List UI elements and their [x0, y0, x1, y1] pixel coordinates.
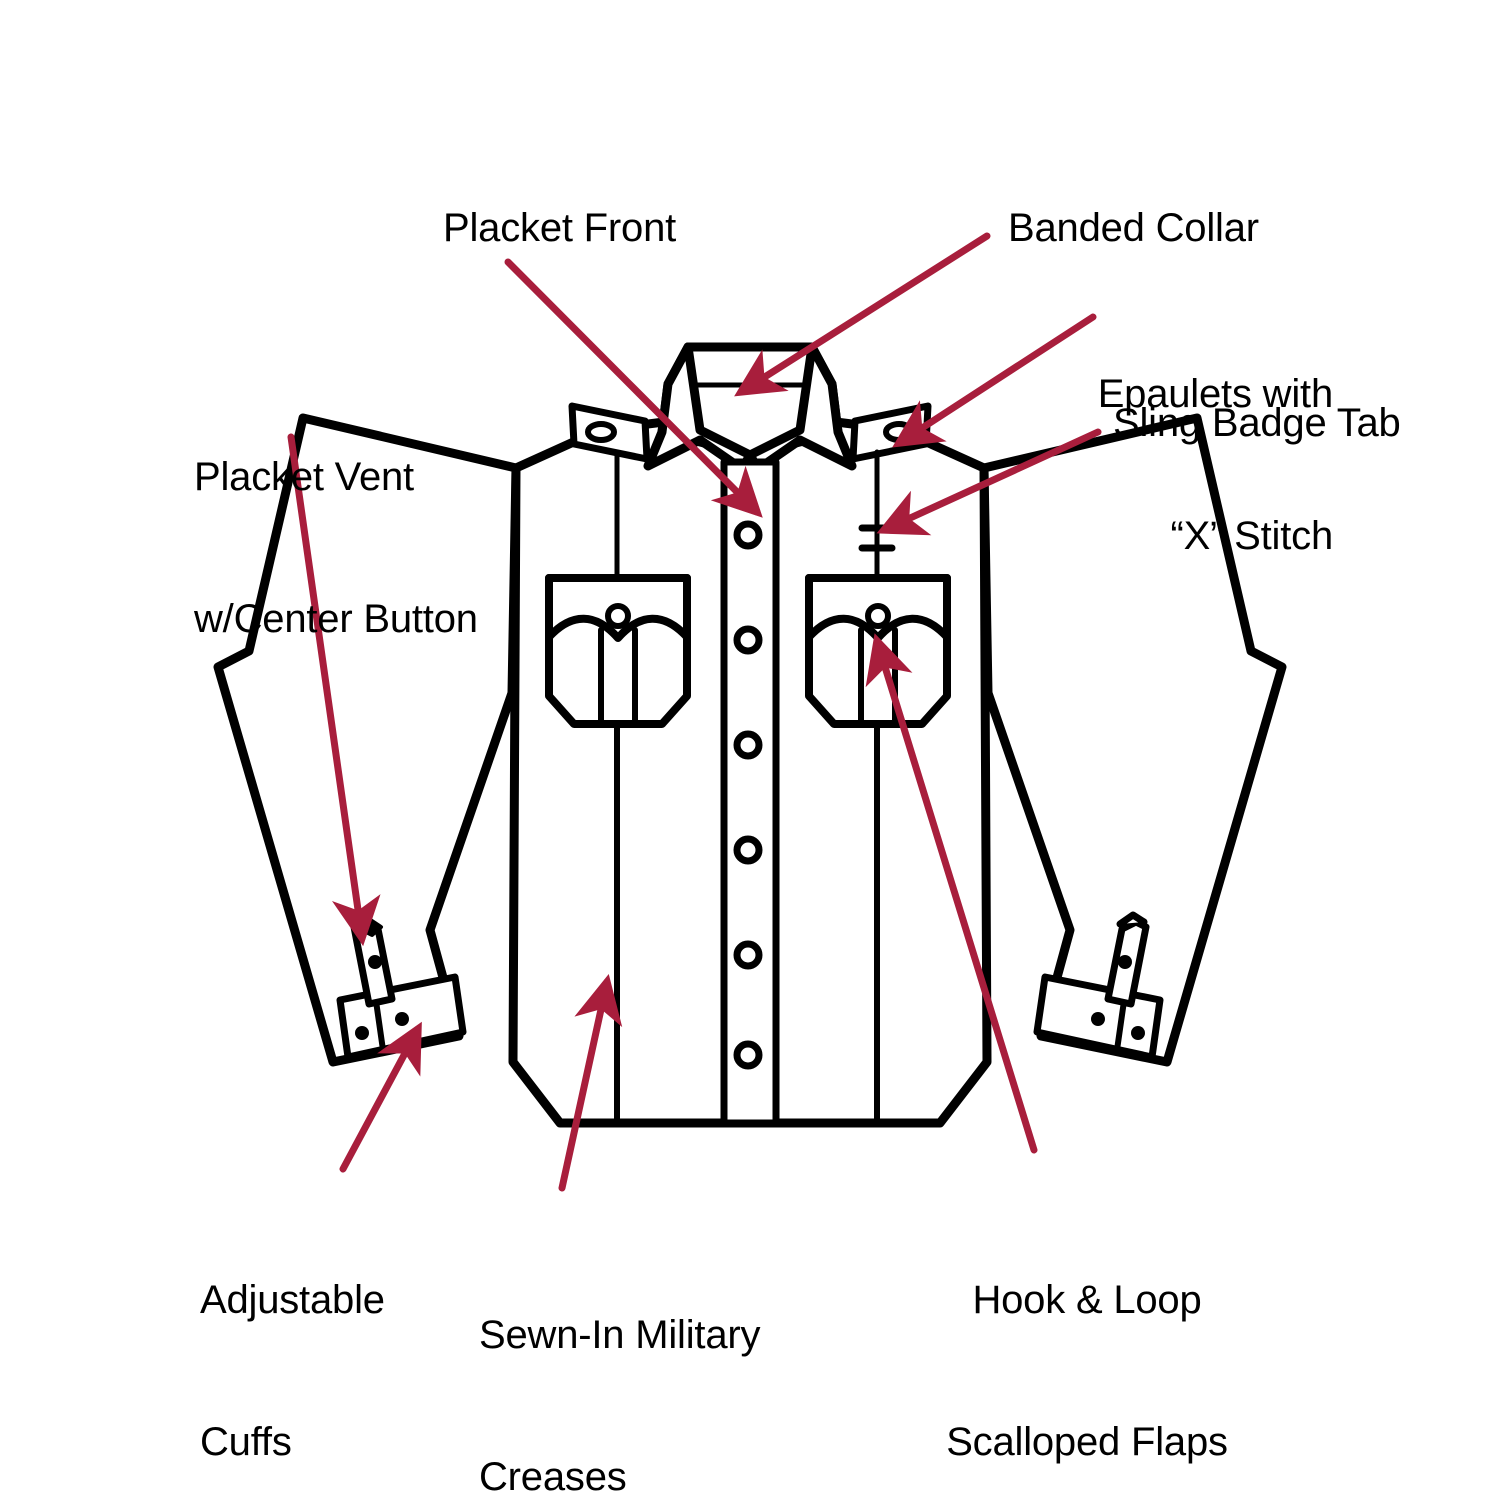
- right-shoulder-seam: [981, 415, 1200, 471]
- leader-line-adjustable-cuffs: [339, 1021, 422, 1173]
- left-placket-vent-center-button: [368, 955, 382, 969]
- right-cuff-button-inner: [1091, 1012, 1105, 1026]
- left-epaulet-buttonhole: [585, 421, 617, 443]
- callout-line-creases-1: Sewn-In Military: [479, 1313, 761, 1358]
- collar-left-point: [643, 342, 755, 474]
- right-placket-vent-tip: [1116, 911, 1148, 928]
- collar-right-point: [745, 342, 857, 474]
- callout-label-scalloped-flaps: Hook & Loop Scalloped Flaps: [927, 1183, 1247, 1500]
- callout-label-sling-badge-tab: Sling Badge Tab: [1113, 401, 1401, 445]
- callout-line-placket-vent-1: Placket Vent: [194, 455, 414, 500]
- right-pocket-flap-button: [865, 603, 891, 629]
- callout-line-flaps-2: Scalloped Flaps: [946, 1419, 1228, 1464]
- leader-line-epaulets-x-stitch: [892, 313, 1097, 448]
- callout-label-placket-front: Placket Front: [443, 206, 677, 250]
- leader-line-scalloped-flaps: [865, 633, 1038, 1154]
- callout-line-epaulets-1: Epaulets with: [1097, 372, 1334, 417]
- front-placket: [720, 458, 780, 1127]
- callout-label-epaulets-x-stitch: Epaulets with “X” Stitch: [903, 277, 1334, 655]
- callout-line-placket-vent-2: w/Center Button: [194, 596, 478, 641]
- leader-line-banded-collar: [734, 232, 991, 397]
- callout-label-banded-collar: Banded Collar: [1008, 206, 1259, 250]
- placket-button-4: [733, 835, 763, 865]
- placket-button-1: [733, 520, 763, 550]
- right-cuff-button-outer: [1131, 1026, 1145, 1040]
- callout-label-placket-vent: Placket Vent w/Center Button: [194, 360, 478, 738]
- callout-line-creases-2: Creases: [479, 1454, 627, 1499]
- leader-line-sling-badge-tab: [876, 428, 1102, 536]
- callout-label-military-creases: Sewn-In Military Creases: [479, 1218, 761, 1500]
- shirt-body-group: [213, 342, 1287, 1128]
- placket-button-5: [733, 940, 763, 970]
- left-cuff-button-outer: [355, 1026, 369, 1040]
- callout-line-epaulets-2: “X” Stitch: [1170, 513, 1334, 558]
- placket-button-2: [733, 625, 763, 655]
- placket-button-3: [733, 730, 763, 760]
- leader-line-placket-front: [504, 258, 763, 518]
- leader-lines-group: [287, 232, 1102, 1192]
- right-armhole-seam: [981, 465, 991, 696]
- left-shoulder-seam: [300, 415, 519, 471]
- right-placket-vent-center-button: [1118, 955, 1132, 969]
- leader-line-military-creases: [558, 974, 623, 1192]
- left-cuff-button-inner: [395, 1012, 409, 1026]
- left-armhole-seam: [509, 465, 519, 696]
- callout-label-adjustable-cuffs: Adjustable Cuffs: [200, 1183, 385, 1500]
- left-pocket-flap-button: [605, 603, 631, 629]
- leader-line-placket-vent: [287, 433, 381, 947]
- placket-button-6: [733, 1040, 763, 1070]
- callout-line-cuffs-1: Adjustable: [200, 1278, 385, 1323]
- callout-line-cuffs-2: Cuffs: [200, 1419, 292, 1464]
- callout-line-flaps-1: Hook & Loop: [972, 1278, 1202, 1323]
